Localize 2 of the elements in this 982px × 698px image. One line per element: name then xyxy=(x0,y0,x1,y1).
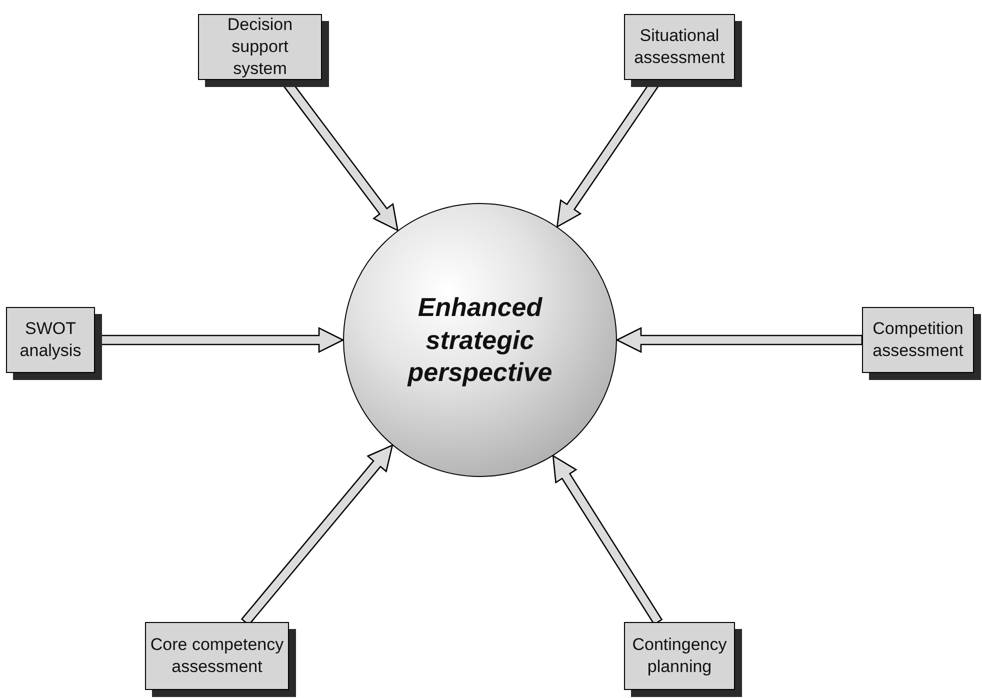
hollow-arrow xyxy=(616,326,863,354)
node-title: Enhanced strategic perspective xyxy=(406,291,554,389)
